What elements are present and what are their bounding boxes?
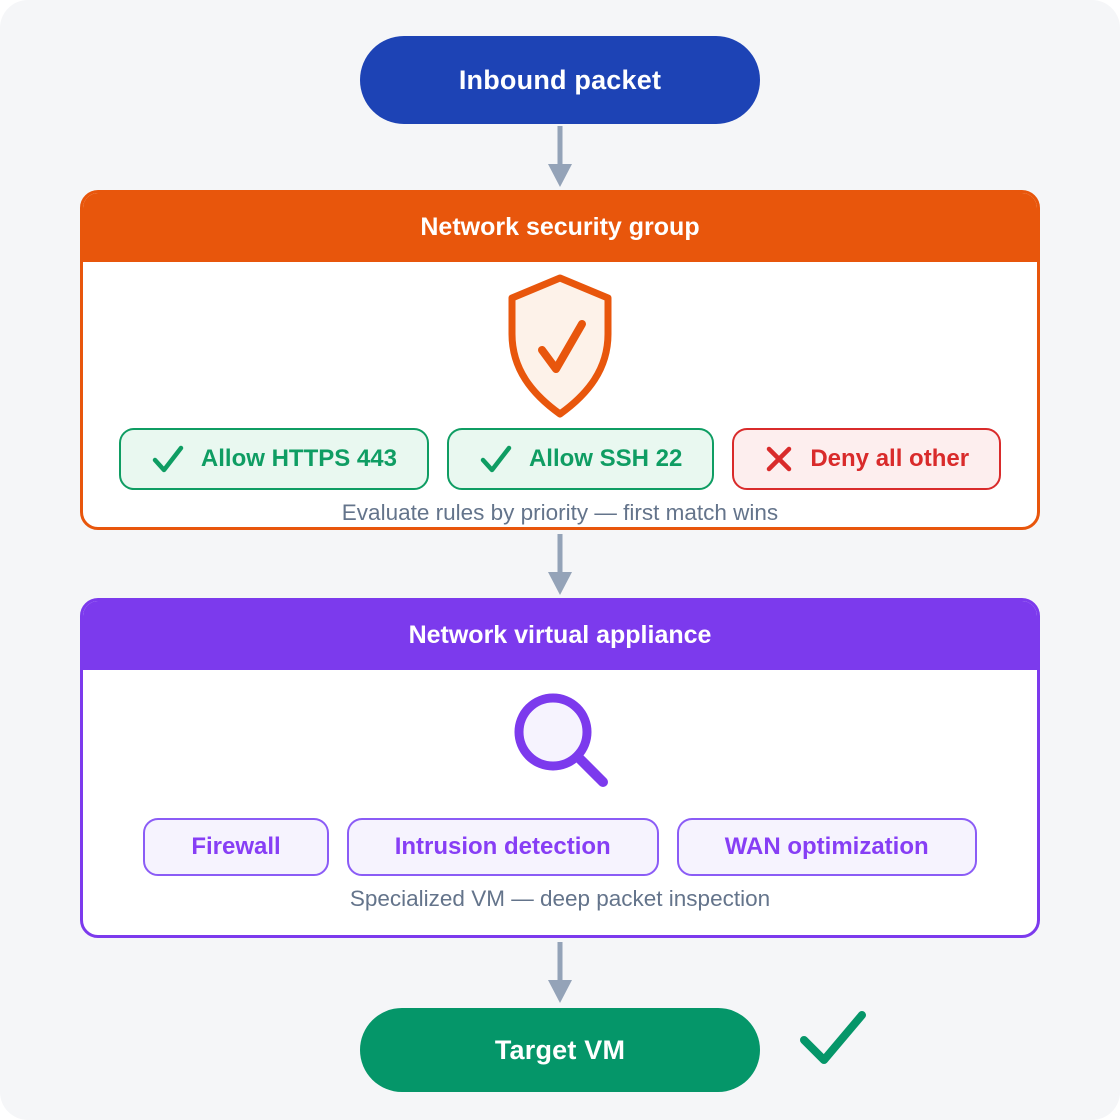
success-check-icon [800, 1011, 866, 1064]
target-vm-node: Target VM [360, 1008, 760, 1092]
inbound-packet-node: Inbound packet [360, 36, 760, 124]
nva-caption: Specialized VM — deep packet inspection [349, 886, 771, 911]
check-icon [152, 445, 184, 473]
function-intrusion-detection-badge: Intrusion detection [346, 818, 659, 876]
nsg-box: Network security group Allow HTTPS 443 [80, 190, 1040, 530]
magnifier-icon [509, 688, 611, 800]
nsg-header: Network security group [83, 193, 1037, 262]
nva-box: Network virtual appliance Firewall Intru… [80, 598, 1040, 938]
x-mark-icon [767, 446, 792, 472]
function-firewall-label: Firewall [191, 833, 281, 860]
arrow-down-icon [548, 942, 572, 1003]
shield-check-icon [502, 272, 618, 420]
target-vm-row: Target VM [360, 1008, 866, 1092]
inbound-packet-label: Inbound packet [458, 64, 662, 95]
function-wan-optimization-badge: WAN optimization [676, 818, 977, 876]
nsg-rules-row: Allow HTTPS 443 Allow SSH 22 Deny all ot… [118, 428, 1002, 490]
function-wan-optimization-label: WAN optimization [724, 833, 929, 860]
rule-allow-ssh-label: Allow SSH 22 [528, 445, 683, 472]
nsg-title: Network security group [420, 213, 700, 241]
arrow-down-icon [548, 126, 572, 187]
function-firewall-badge: Firewall [143, 818, 329, 876]
rule-allow-https-badge: Allow HTTPS 443 [118, 428, 429, 490]
nva-body: Firewall Intrusion detection WAN optimiz… [83, 670, 1037, 935]
rule-deny-all-badge: Deny all other [732, 428, 1002, 490]
nva-functions-row: Firewall Intrusion detection WAN optimiz… [143, 818, 977, 876]
arrow-down-icon [548, 534, 572, 595]
nva-title: Network virtual appliance [408, 621, 712, 649]
nva-header: Network virtual appliance [83, 601, 1037, 670]
rule-allow-https-label: Allow HTTPS 443 [200, 445, 397, 472]
target-vm-label: Target VM [494, 1034, 626, 1065]
function-intrusion-detection-label: Intrusion detection [394, 833, 611, 860]
nsg-caption: Evaluate rules by priority — first match… [341, 500, 779, 525]
check-icon [480, 445, 512, 473]
nsg-body: Allow HTTPS 443 Allow SSH 22 Deny all ot… [83, 262, 1037, 527]
rule-allow-ssh-badge: Allow SSH 22 [446, 428, 715, 490]
rule-deny-all-label: Deny all other [810, 445, 970, 472]
